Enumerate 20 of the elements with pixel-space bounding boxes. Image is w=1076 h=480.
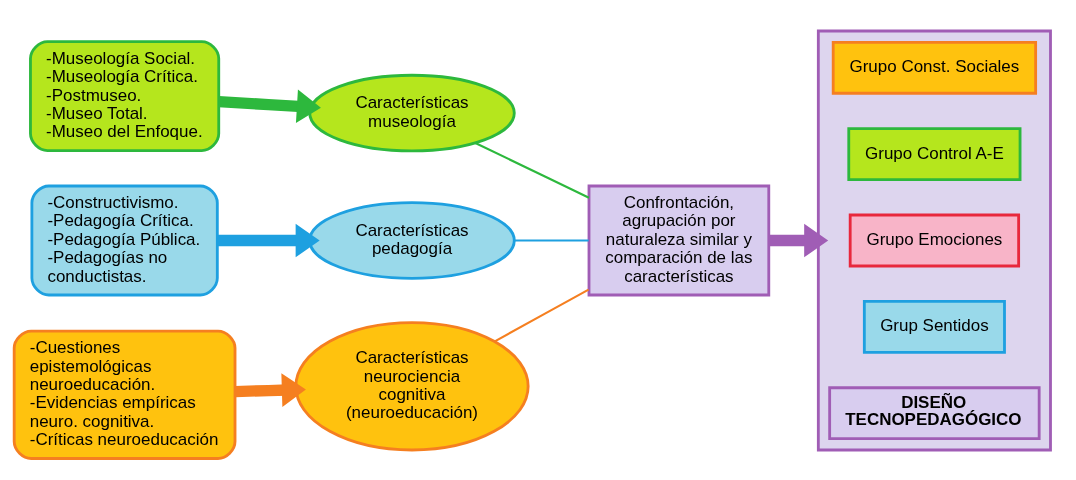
node-ellipse: Características neurociencia cognitiva (neuroeducación) <box>294 320 530 451</box>
node-box: Grupo Emociones <box>848 213 1021 267</box>
node-box: Grup Sentidos <box>862 299 1006 354</box>
connector <box>494 288 590 342</box>
arrow <box>769 223 829 257</box>
node-ellipse: Características pedagogía <box>308 200 516 280</box>
node-box: -Cuestiones epistemológicas neuroeducación. -Evidencias empíricas neuro. cognitiva. -Críticas neuroeducación <box>12 329 237 460</box>
node-ellipse: Características museología <box>308 73 516 152</box>
arrow <box>218 89 321 123</box>
arrow <box>235 372 306 407</box>
arrow <box>217 223 320 257</box>
node-box: -Museología Social. -Museología Crítica. -Postmuseo. -Museo Total. -Museo del Enfoque. <box>29 39 221 152</box>
node-box: Confrontación, agrupación por naturaleza similar y comparación de las características <box>587 184 771 296</box>
node-box: -Constructivismo. -Pedagogía Crítica. -Pedagogía Pública. -Pedagogías no conductistas. <box>30 184 219 296</box>
connector <box>474 141 590 199</box>
cluster <box>816 29 1052 451</box>
node-box: Grupo Const. Sociales <box>831 40 1038 95</box>
connector <box>514 238 589 242</box>
node-box: Grupo Control A-E <box>847 126 1022 181</box>
node-box: DISEÑO TECNOPEDAGÓGICO <box>828 385 1041 440</box>
